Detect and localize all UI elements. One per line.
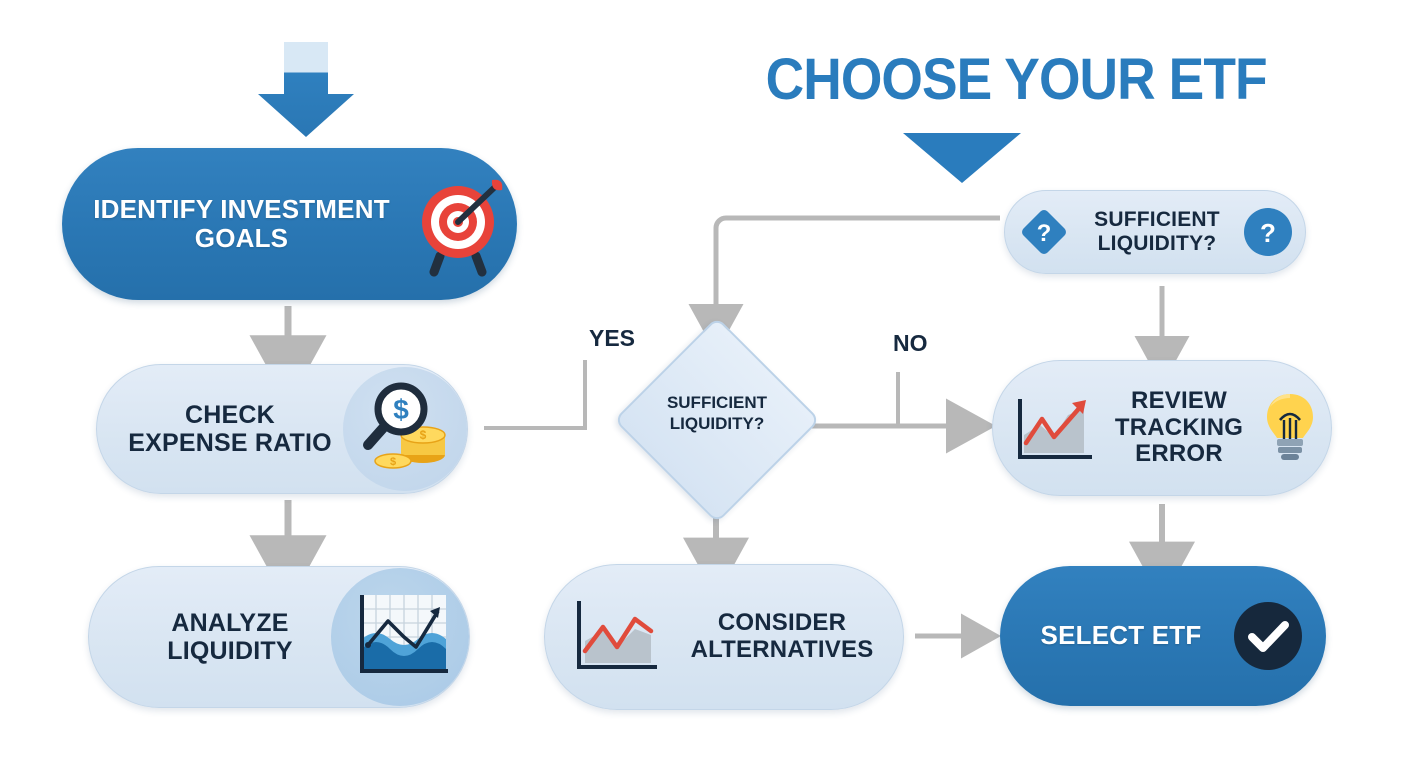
red-line-area-chart-icon [559,587,671,687]
node-label: SELECT ETF [1040,620,1202,651]
node-select-etf[interactable]: SELECT ETF [1000,566,1326,706]
node-label: CHECK EXPENSE RATIO [128,401,332,457]
svg-text:$: $ [393,394,409,425]
svg-text:$: $ [390,456,396,468]
question-circle-icon[interactable]: ? [1237,201,1299,263]
question-diamond-icon[interactable]: ? [1011,199,1077,265]
edge-label-yes: YES [589,325,636,351]
start-arrow-icon [258,42,354,137]
page-title: CHOOSE YOUR ETF [765,47,1268,112]
node-consider-alternatives[interactable]: CONSIDER ALTERNATIVES [544,564,904,710]
decision-label: SUFFICIENT LIQUIDITY? [666,393,768,434]
lightbulb-icon [1255,383,1325,473]
node-label: SUFFICIENT LIQUIDITY? [1094,208,1220,255]
node-label: ANALYZE LIQUIDITY [167,609,293,665]
node-analyze-liquidity[interactable]: ANALYZE LIQUIDITY [88,566,470,708]
edge-label-no: NO [893,330,928,356]
node-label: REVIEW TRACKING ERROR [1114,386,1244,468]
target-dartboard-icon [399,165,517,283]
svg-text:?: ? [1260,218,1276,248]
area-chart-waves-icon [331,568,469,706]
svg-text:?: ? [1037,220,1052,247]
red-trend-chart-icon [1003,381,1103,475]
node-review-tracking-error[interactable]: REVIEW TRACKING ERROR [992,360,1332,496]
svg-text:$: $ [420,428,427,442]
node-check-expense-ratio[interactable]: CHECK EXPENSE RATIO $ $ $ [96,364,468,494]
node-identify-investment-goals[interactable]: IDENTIFY INVESTMENT GOALS [62,148,517,300]
magnifier-dollar-coins-icon: $ $ $ [343,367,467,491]
title-arrow-icon [903,133,1021,183]
node-sufficient-liquidity-pill[interactable]: ? SUFFICIENT LIQUIDITY? ? [1004,190,1306,274]
node-label: CONSIDER ALTERNATIVES [690,609,874,663]
check-circle-icon [1216,584,1320,688]
node-label: IDENTIFY INVESTMENT GOALS [93,193,390,253]
